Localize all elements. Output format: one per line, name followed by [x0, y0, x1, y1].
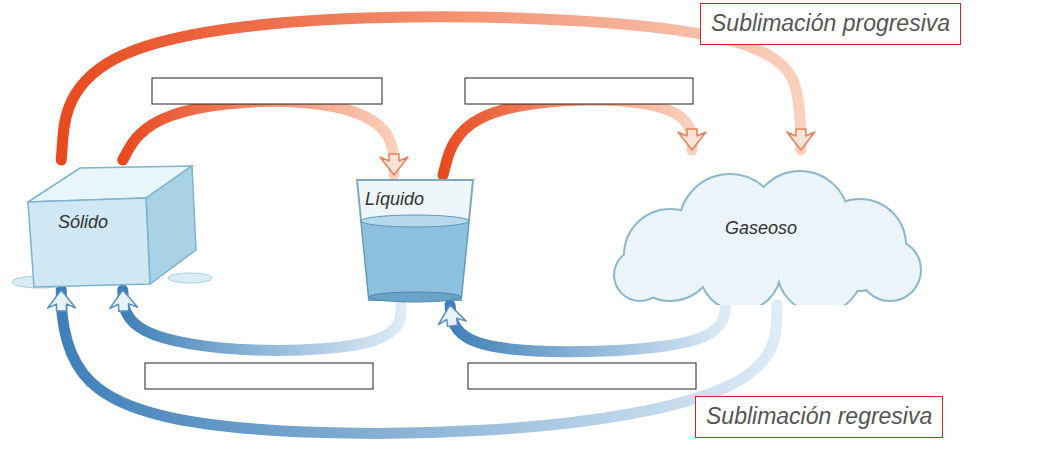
state-change-arrow	[123, 290, 401, 350]
vapor-cloud: Gaseoso	[590, 150, 930, 305]
process-name: Sublimación regresiva	[695, 396, 943, 438]
ice-cube-drawing	[10, 160, 215, 290]
state-change-arrow	[443, 100, 692, 175]
state-change-arrow	[61, 290, 777, 433]
water-glass: Líquido	[345, 175, 485, 305]
state-label: Líquido	[365, 189, 424, 211]
state-change-arrow	[450, 305, 726, 352]
state-label: Gaseoso	[725, 218, 797, 240]
state-change-arrow	[123, 101, 394, 175]
answer-blank	[145, 363, 373, 389]
state-change-arrow	[61, 17, 801, 160]
answer-blank	[465, 78, 693, 104]
ice-cube: Sólido	[10, 160, 215, 290]
process-name: Sublimación progresiva	[700, 3, 961, 45]
state-label: Sólido	[58, 212, 108, 234]
answer-blank	[468, 363, 696, 389]
answer-blank	[152, 78, 382, 104]
